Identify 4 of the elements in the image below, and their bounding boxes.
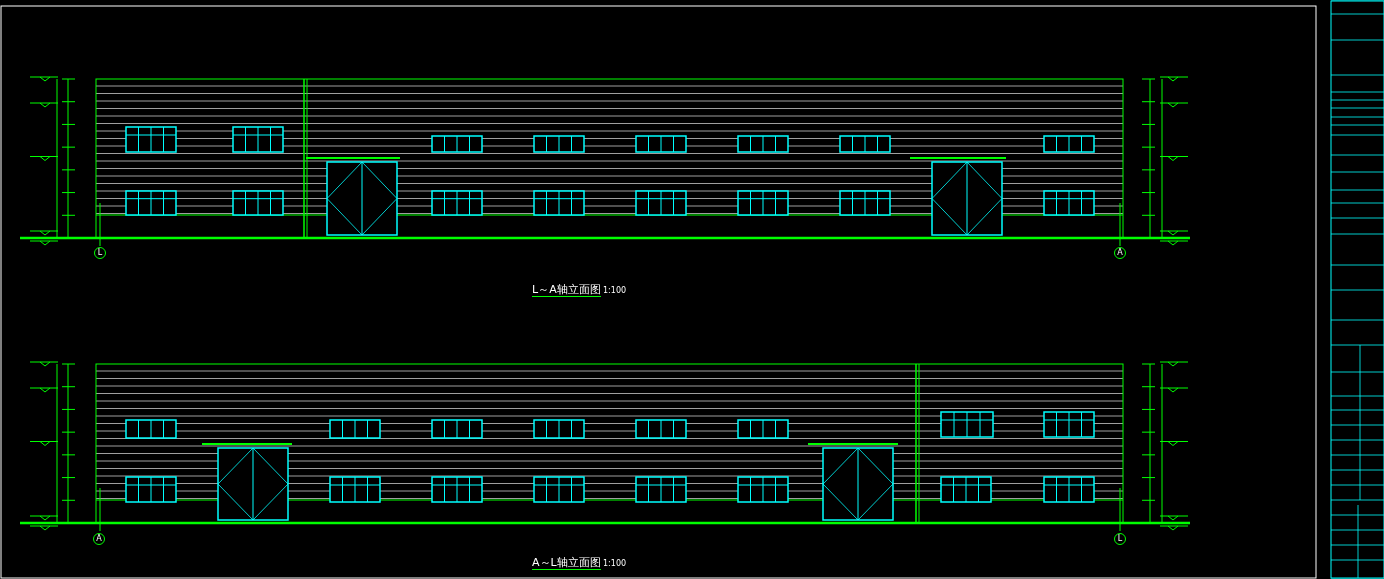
- elevation-title: L～A轴立面图: [532, 283, 601, 297]
- scale-label: 1:100: [603, 559, 627, 569]
- scale-label: 1:100: [603, 286, 627, 296]
- elevation-title: A～L轴立面图: [532, 556, 601, 570]
